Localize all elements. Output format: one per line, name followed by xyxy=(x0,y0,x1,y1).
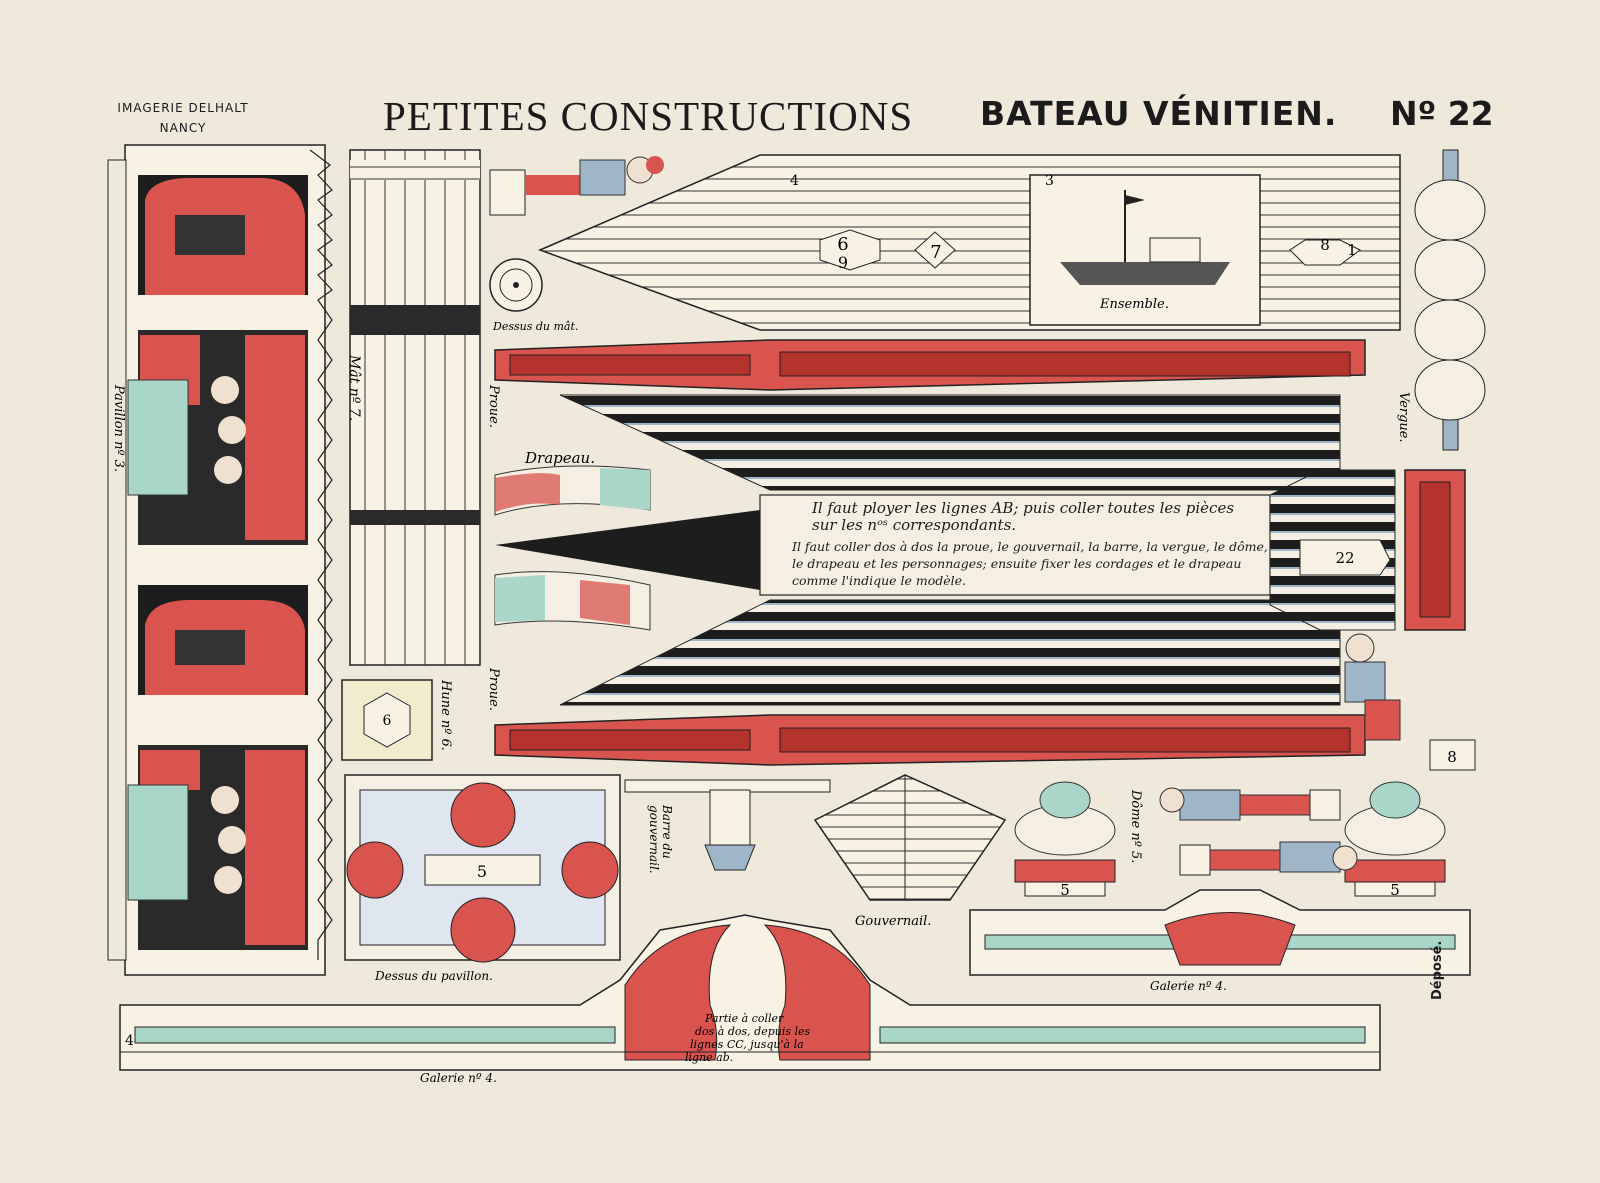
label-partie-3: lignes CC, jusqu'à la xyxy=(690,1038,804,1051)
deposit-mark: Déposé. xyxy=(1430,940,1445,1000)
number-4: 4 xyxy=(790,173,799,189)
label-dessus-du-mat: Dessus du mât. xyxy=(492,320,578,333)
label-pavillon: Pavillon nº 3. xyxy=(111,384,126,472)
deck-piece xyxy=(537,154,1401,331)
assembly-instructions: Il faut ployer les lignes AB; puis colle… xyxy=(770,500,1270,589)
stern-piece xyxy=(1269,469,1466,631)
ensemble-ship-illustration xyxy=(1060,190,1230,285)
hull-stripes xyxy=(495,394,1341,706)
hull-rail-top xyxy=(494,339,1366,391)
vergue-piece xyxy=(1414,149,1486,451)
dome-left xyxy=(1014,781,1116,897)
publisher-name: IMAGERIE DELHALT xyxy=(117,101,249,115)
number-5-roof: 5 xyxy=(477,862,487,881)
publisher-city: NANCY xyxy=(159,121,207,135)
number-8: 8 xyxy=(1320,236,1330,254)
label-dome: Dôme nº 5. xyxy=(1128,789,1143,863)
pavillon-piece xyxy=(107,144,333,976)
label-mat: Mât nº 7. xyxy=(346,354,362,421)
instruction-line-3: Il faut coller dos à dos la proue, le go… xyxy=(792,539,1268,554)
label-proue-top: Proue. xyxy=(486,384,501,428)
label-dessus-du-pavillon: Dessus du pavillon. xyxy=(374,969,493,983)
instruction-line-5: comme l'indique le modèle. xyxy=(792,573,967,588)
tiller-piece xyxy=(624,779,831,871)
instruction-line-1: Il faut ployer les lignes AB; puis colle… xyxy=(812,499,1235,517)
mat-piece xyxy=(349,149,481,666)
instruction-panel xyxy=(759,494,1271,596)
number-9: 9 xyxy=(838,253,848,272)
label-galerie-right: Galerie nº 4. xyxy=(1150,979,1227,993)
label-partie-2: dos à dos, depuis les xyxy=(695,1025,811,1038)
sailor-figures-middle xyxy=(1159,787,1358,876)
mast-top-disc xyxy=(489,258,543,312)
sailor-figure-top xyxy=(489,156,664,216)
number-8-figure: 8 xyxy=(1447,748,1457,766)
instruction-line-4: le drapeau et les personnages; ensuite f… xyxy=(792,556,1242,571)
pavillon-panel-4 xyxy=(127,745,308,950)
pavillon-panel-1 xyxy=(138,175,308,295)
pavillon-panel-3 xyxy=(138,585,308,695)
number-6-hune: 6 xyxy=(383,713,392,729)
label-barre-1: Barre du xyxy=(660,804,674,859)
label-partie-1: Partie à coller xyxy=(704,1012,784,1025)
hune-piece xyxy=(341,679,433,761)
number-7: 7 xyxy=(930,242,941,263)
dome-right xyxy=(1344,781,1446,897)
sailor-figure-right xyxy=(1344,633,1476,771)
label-partie-4: ligne ab. xyxy=(685,1051,733,1064)
number-3: 3 xyxy=(1045,173,1054,189)
pavillon-roof-piece xyxy=(344,774,621,963)
sheet-number: Nº 22 xyxy=(1390,94,1494,133)
label-ensemble: Ensemble. xyxy=(1099,297,1169,312)
number-1: 1 xyxy=(1347,241,1357,259)
label-vergue: Vergue. xyxy=(1396,392,1411,443)
number-4-galerie: 4 xyxy=(125,1033,134,1049)
label-barre-2: gouvernail. xyxy=(647,805,661,874)
rudder-piece xyxy=(813,774,1007,901)
model-title: BATEAU VÉNITIEN. xyxy=(980,94,1338,133)
piece-labels: Ensemble. Dessus du mât. Drapeau. Dessus… xyxy=(111,297,1411,1085)
piece-numbers: 6 9 7 8 1 3 4 22 5 6 5 5 8 4 xyxy=(125,173,1457,1049)
number-6: 6 xyxy=(837,234,848,255)
label-proue-bottom: Proue. xyxy=(486,667,501,711)
galerie-right-piece xyxy=(969,889,1471,976)
series-title: PETITES CONSTRUCTIONS xyxy=(383,93,914,139)
pavillon-panel-2 xyxy=(127,330,308,545)
flag-pieces xyxy=(494,465,651,631)
number-5-dome-right: 5 xyxy=(1390,881,1400,899)
label-hune: Hune nº 6. xyxy=(438,679,453,751)
number-5-dome-left: 5 xyxy=(1060,881,1070,899)
instruction-line-2: sur les nᵒˢ correspondants. xyxy=(812,516,1017,534)
label-galerie-left: Galerie nº 4. xyxy=(420,1071,497,1085)
label-gouvernail: Gouvernail. xyxy=(855,914,931,929)
hull-rail-bottom xyxy=(494,714,1366,766)
label-drapeau: Drapeau. xyxy=(524,449,595,467)
galerie-bottom-piece xyxy=(119,914,1381,1071)
publisher-imprint: IMAGERIE DELHALT NANCY xyxy=(98,98,268,138)
number-22: 22 xyxy=(1335,549,1354,567)
